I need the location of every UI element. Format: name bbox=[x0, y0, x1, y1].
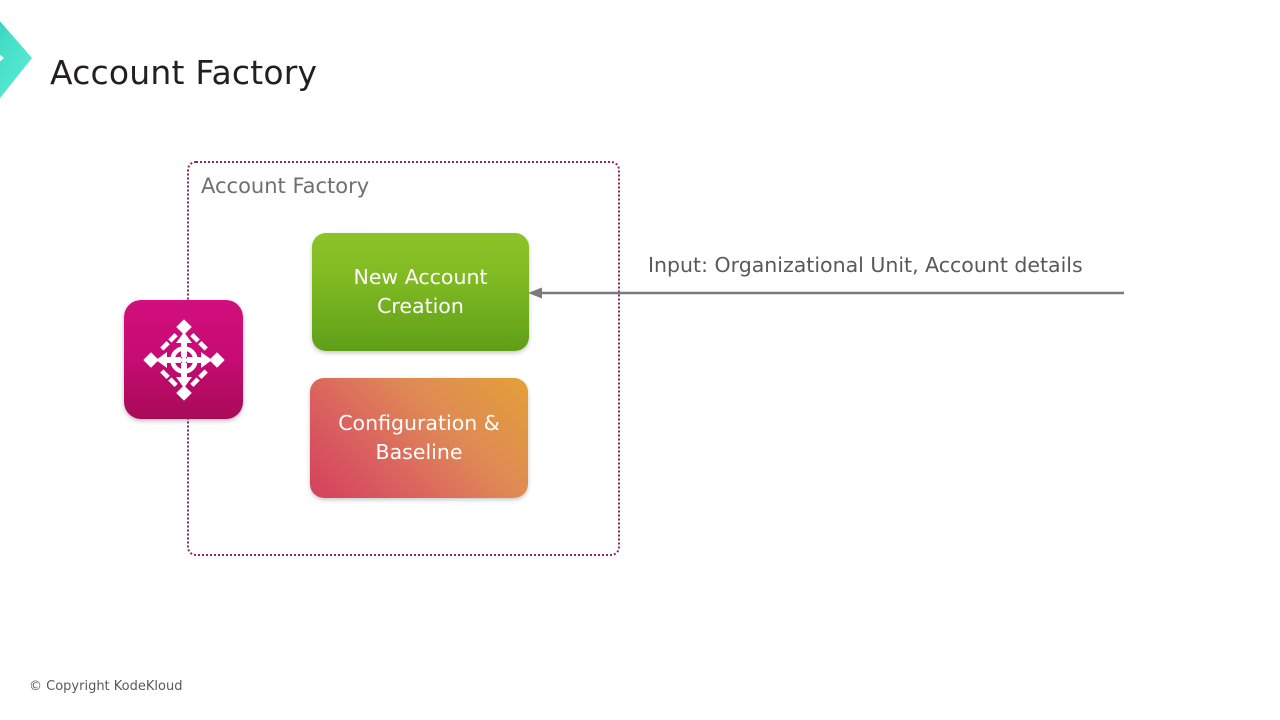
input-connector-label: Input: Organizational Unit, Account deta… bbox=[648, 253, 1083, 277]
input-connector-arrow bbox=[528, 283, 1124, 303]
process-box-label-line2: Creation bbox=[377, 294, 464, 318]
chevron-logo-icon bbox=[0, 12, 44, 110]
footer-copyright: © Copyright KodeKloud bbox=[29, 679, 183, 694]
process-box-label: Configuration & Baseline bbox=[338, 409, 500, 467]
process-box-configuration-baseline[interactable]: Configuration & Baseline bbox=[310, 378, 528, 498]
group-container-label: Account Factory bbox=[201, 174, 370, 198]
process-box-label-line2: Baseline bbox=[375, 440, 463, 464]
move-crosshair-diamond-icon bbox=[138, 314, 230, 406]
account-factory-icon-tile bbox=[124, 300, 243, 419]
process-box-label: New Account Creation bbox=[353, 263, 487, 321]
process-box-label-line1: Configuration & bbox=[338, 411, 500, 435]
page-title: Account Factory bbox=[50, 53, 318, 92]
process-box-new-account-creation[interactable]: New Account Creation bbox=[312, 233, 529, 351]
process-box-label-line1: New Account bbox=[353, 265, 488, 289]
